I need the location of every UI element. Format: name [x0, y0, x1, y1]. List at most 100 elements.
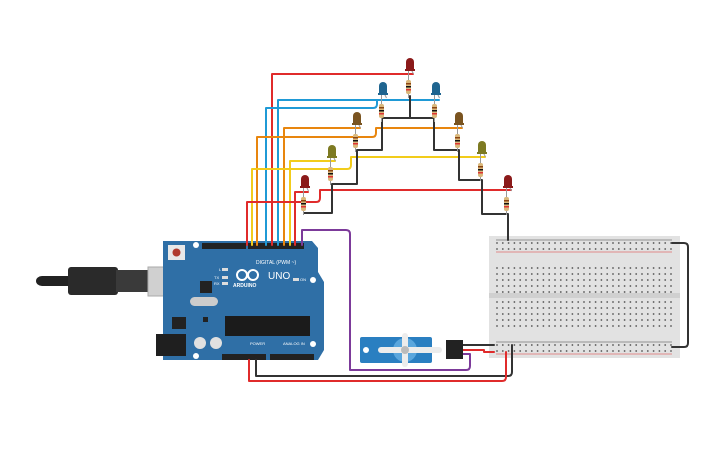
- breadboard-hole[interactable]: [507, 285, 510, 287]
- breadboard-hole[interactable]: [612, 307, 614, 309]
- reset-button[interactable]: [168, 245, 185, 260]
- breadboard-hole[interactable]: [588, 350, 591, 352]
- breadboard-hole[interactable]: [646, 307, 649, 309]
- breadboard-hole[interactable]: [542, 319, 545, 321]
- breadboard-hole[interactable]: [507, 301, 510, 303]
- breadboard-hole[interactable]: [525, 285, 527, 287]
- breadboard-hole[interactable]: [635, 301, 638, 303]
- breadboard-hole[interactable]: [664, 267, 667, 269]
- breadboard-hole[interactable]: [635, 267, 638, 269]
- breadboard-hole[interactable]: [501, 285, 504, 287]
- breadboard-hole[interactable]: [617, 291, 620, 293]
- breadboard-hole[interactable]: [588, 273, 591, 275]
- breadboard-hole[interactable]: [652, 267, 655, 269]
- breadboard-hole[interactable]: [658, 248, 661, 250]
- breadboard-hole[interactable]: [519, 350, 522, 352]
- breadboard-hole[interactable]: [559, 291, 562, 293]
- breadboard-hole[interactable]: [536, 285, 539, 287]
- breadboard-hole[interactable]: [664, 307, 667, 309]
- breadboard-hole[interactable]: [670, 307, 672, 309]
- breadboard-hole[interactable]: [658, 313, 661, 315]
- breadboard-hole[interactable]: [542, 279, 545, 281]
- resistor[interactable]: [478, 159, 483, 181]
- breadboard-hole[interactable]: [577, 285, 580, 287]
- breadboard-hole[interactable]: [507, 279, 510, 281]
- breadboard-hole[interactable]: [525, 344, 527, 346]
- breadboard-hole[interactable]: [565, 325, 568, 327]
- breadboard-hole[interactable]: [513, 319, 516, 321]
- breadboard-hole[interactable]: [594, 350, 597, 352]
- breadboard-hole[interactable]: [635, 248, 638, 250]
- breadboard-hole[interactable]: [623, 313, 626, 315]
- breadboard-hole[interactable]: [658, 325, 661, 327]
- breadboard-hole[interactable]: [594, 242, 597, 244]
- breadboard-hole[interactable]: [588, 285, 591, 287]
- breadboard-hole[interactable]: [617, 279, 620, 281]
- breadboard-hole[interactable]: [496, 350, 498, 352]
- breadboard-hole[interactable]: [559, 242, 562, 244]
- breadboard-hole[interactable]: [577, 350, 580, 352]
- breadboard-hole[interactable]: [559, 248, 562, 250]
- breadboard-hole[interactable]: [577, 267, 580, 269]
- breadboard-hole[interactable]: [594, 273, 597, 275]
- breadboard-hole[interactable]: [617, 350, 620, 352]
- breadboard-hole[interactable]: [658, 344, 661, 346]
- led[interactable]: [352, 112, 362, 130]
- breadboard-hole[interactable]: [496, 248, 498, 250]
- breadboard-hole[interactable]: [635, 325, 638, 327]
- breadboard-hole[interactable]: [554, 291, 556, 293]
- breadboard-hole[interactable]: [623, 279, 626, 281]
- breadboard-hole[interactable]: [612, 319, 614, 321]
- breadboard-hole[interactable]: [606, 248, 609, 250]
- breadboard-hole[interactable]: [600, 267, 603, 269]
- breadboard-hole[interactable]: [530, 291, 533, 293]
- breadboard-hole[interactable]: [588, 279, 591, 281]
- breadboard-hole[interactable]: [565, 291, 568, 293]
- breadboard-hole[interactable]: [612, 248, 614, 250]
- breadboard-hole[interactable]: [513, 248, 516, 250]
- breadboard-hole[interactable]: [600, 325, 603, 327]
- led[interactable]: [454, 112, 464, 130]
- resistor[interactable]: [504, 193, 509, 215]
- breadboard-hole[interactable]: [554, 350, 556, 352]
- breadboard-hole[interactable]: [530, 325, 533, 327]
- resistor[interactable]: [379, 100, 384, 122]
- breadboard-hole[interactable]: [658, 267, 661, 269]
- breadboard-hole[interactable]: [565, 248, 568, 250]
- breadboard-hole[interactable]: [501, 267, 504, 269]
- breadboard-hole[interactable]: [606, 325, 609, 327]
- breadboard-hole[interactable]: [588, 248, 591, 250]
- breadboard-hole[interactable]: [501, 344, 504, 346]
- breadboard-hole[interactable]: [559, 273, 562, 275]
- breadboard-hole[interactable]: [501, 248, 504, 250]
- led[interactable]: [503, 175, 513, 193]
- breadboard-hole[interactable]: [652, 350, 655, 352]
- breadboard-hole[interactable]: [565, 285, 568, 287]
- breadboard-hole[interactable]: [548, 267, 551, 269]
- breadboard-hole[interactable]: [525, 279, 527, 281]
- breadboard-hole[interactable]: [519, 242, 522, 244]
- breadboard-hole[interactable]: [501, 313, 504, 315]
- breadboard-hole[interactable]: [583, 319, 585, 321]
- breadboard-hole[interactable]: [542, 307, 545, 309]
- breadboard-hole[interactable]: [507, 267, 510, 269]
- breadboard-hole[interactable]: [629, 242, 632, 244]
- breadboard-hole[interactable]: [571, 313, 574, 315]
- breadboard-hole[interactable]: [571, 285, 574, 287]
- breadboard-hole[interactable]: [670, 344, 672, 346]
- breadboard-hole[interactable]: [629, 291, 632, 293]
- breadboard-hole[interactable]: [513, 267, 516, 269]
- breadboard-hole[interactable]: [583, 291, 585, 293]
- breadboard-hole[interactable]: [623, 301, 626, 303]
- breadboard-hole[interactable]: [652, 344, 655, 346]
- breadboard-hole[interactable]: [565, 273, 568, 275]
- breadboard-hole[interactable]: [530, 350, 533, 352]
- breadboard-hole[interactable]: [554, 273, 556, 275]
- breadboard-hole[interactable]: [571, 319, 574, 321]
- breadboard-hole[interactable]: [513, 350, 516, 352]
- breadboard-hole[interactable]: [600, 319, 603, 321]
- breadboard-hole[interactable]: [646, 248, 649, 250]
- breadboard-hole[interactable]: [507, 248, 510, 250]
- breadboard-hole[interactable]: [652, 242, 655, 244]
- led[interactable]: [300, 175, 310, 193]
